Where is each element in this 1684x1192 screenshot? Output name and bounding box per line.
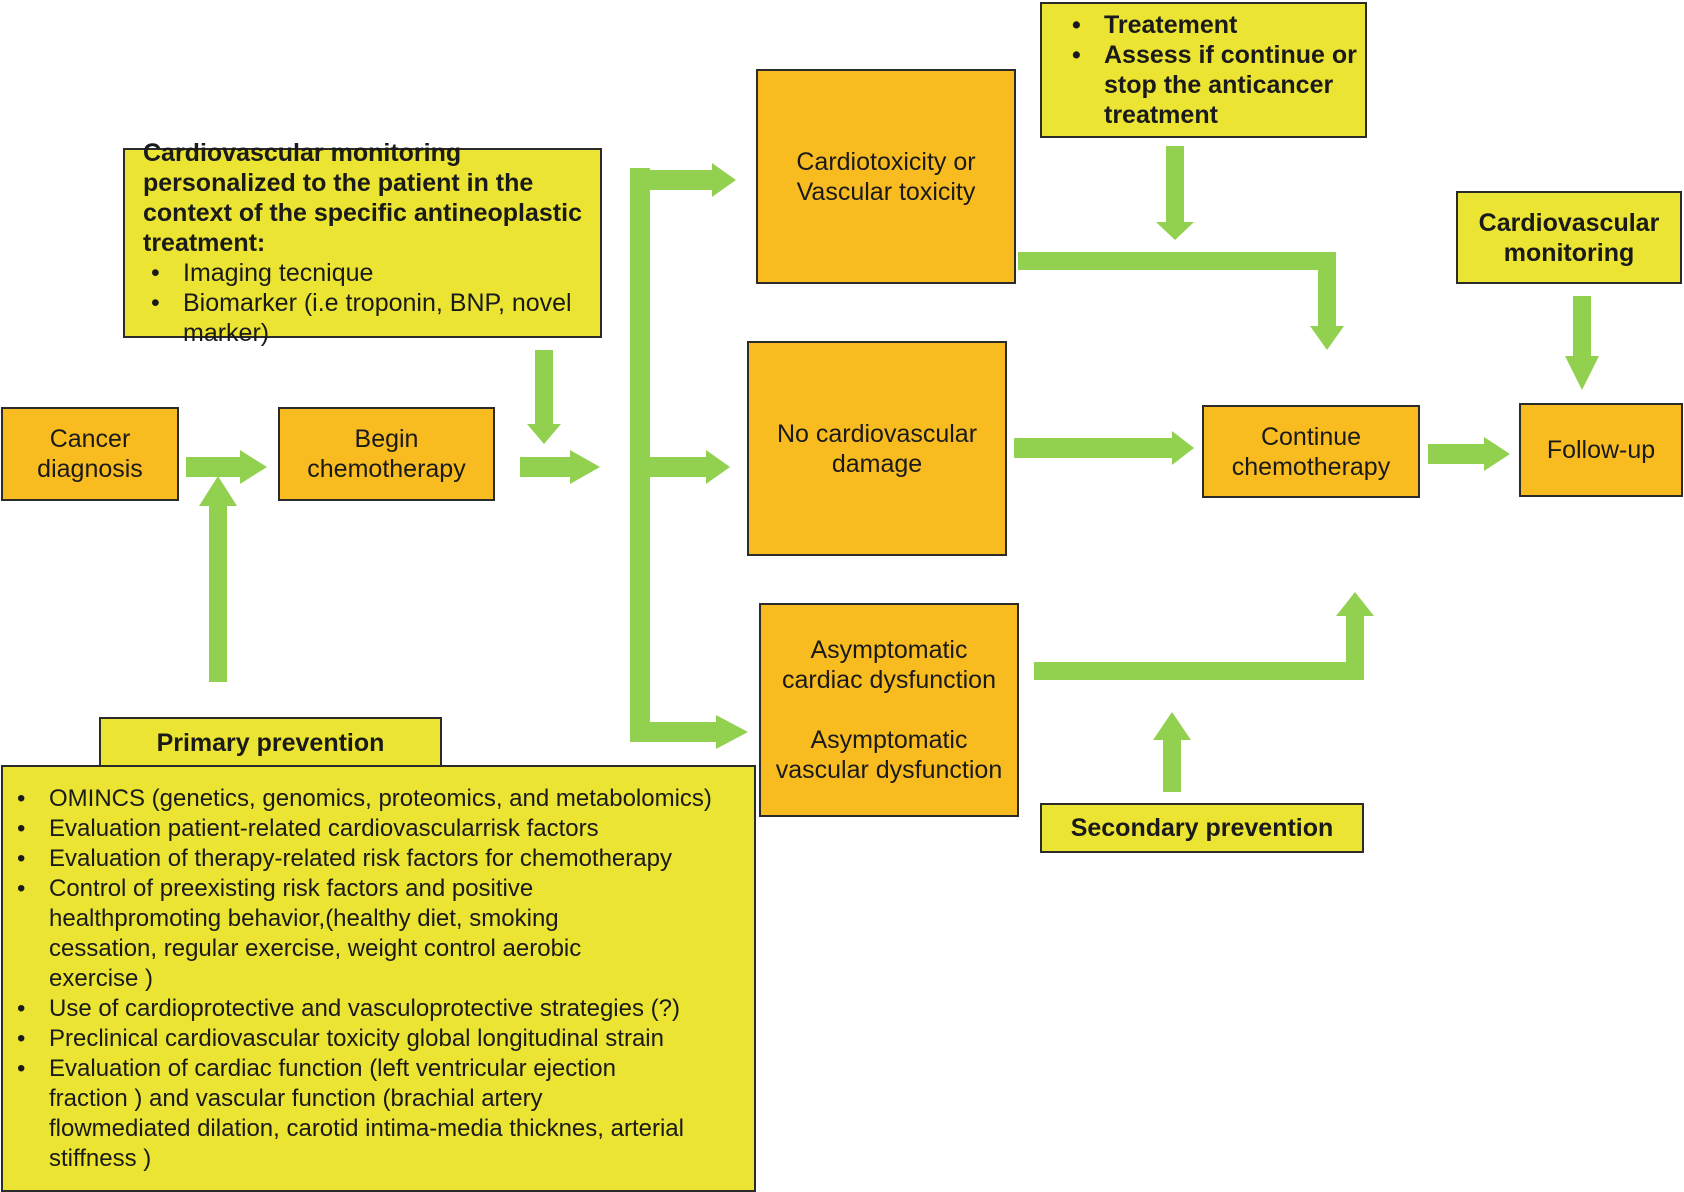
primary-prevention-item: Preclinical cardiovascular toxicity glob… — [9, 1024, 746, 1054]
primary-prevention-item: Evaluation patient-related cardiovascula… — [9, 814, 746, 844]
arrow-secondary-up-head — [1153, 712, 1191, 740]
arrow-continue-to-followup — [1428, 444, 1486, 464]
cardiotoxicity-label: Cardiotoxicity or Vascular toxicity — [796, 147, 976, 206]
monitoring-personalized-title: Cardiovascular monitoring personalized t… — [143, 139, 582, 257]
arrow-chemo-to-branch-head — [570, 450, 600, 484]
no-damage-node: No cardiovascular damage — [747, 341, 1007, 556]
arrow-treatment-down-head — [1156, 222, 1194, 240]
cardiovascular-monitoring-node: Cardiovascular monitoring — [1456, 191, 1682, 284]
asymptomatic-node: Asymptomatic cardiac dysfunction Asympto… — [759, 603, 1019, 817]
secondary-prevention-node: Secondary prevention — [1040, 803, 1364, 853]
cardiotoxicity-node: Cardiotoxicity or Vascular toxicity — [756, 69, 1016, 284]
treatment-item: Treatement — [1064, 10, 1359, 40]
begin-chemotherapy-label: Begin chemotherapy — [307, 425, 466, 483]
follow-up-label: Follow-up — [1546, 436, 1656, 464]
primary-prevention-list: OMINCS (genetics, genomics, proteomics, … — [9, 784, 746, 1174]
monitoring-item: Biomarker (i.e troponin, BNP, novel mark… — [143, 288, 584, 348]
follow-up-node: Follow-up — [1519, 403, 1683, 497]
treatment-node: Treatement Assess if continue or stop th… — [1040, 2, 1367, 138]
arrow-no-damage-to-continue — [1014, 438, 1174, 458]
branch-to-cardiotoxicity-head — [712, 163, 736, 197]
monitoring-item: Imaging tecnique — [143, 258, 584, 288]
arrow-monitoring-down — [535, 350, 553, 426]
cardiovascular-monitoring-label: Cardiovascular monitoring — [1478, 208, 1660, 267]
arrow-cardiotoxicity-down-head — [1310, 326, 1344, 350]
monitoring-personalized-node: Cardiovascular monitoring personalized t… — [123, 139, 602, 347]
arrow-no-damage-to-continue-head — [1172, 431, 1194, 465]
arrow-diagnosis-to-chemo-head — [240, 450, 267, 484]
arrow-diagnosis-to-chemo — [186, 457, 242, 477]
begin-chemotherapy-node: Begin chemotherapy — [278, 407, 495, 501]
arrow-secondary-up — [1163, 738, 1181, 792]
arrow-cardiotoxicity-down — [1318, 252, 1336, 328]
branch-vertical — [630, 168, 650, 742]
branch-to-no-damage — [630, 457, 708, 477]
branch-to-asymptomatic-head — [716, 715, 748, 749]
primary-prevention-item: OMINCS (genetics, genomics, proteomics, … — [9, 784, 746, 814]
primary-prevention-item: Evaluation of cardiac function (left ven… — [9, 1054, 746, 1174]
primary-prevention-item: Evaluation of therapy-related risk facto… — [9, 844, 746, 874]
primary-prevention-body: OMINCS (genetics, genomics, proteomics, … — [1, 765, 756, 1192]
arrow-prevention-up-head — [199, 476, 237, 506]
cancer-diagnosis-node: Cancer diagnosis — [1, 407, 179, 501]
arrow-cv-monitoring-down-head — [1565, 356, 1599, 390]
arrow-asymptomatic-up — [1346, 614, 1364, 680]
arrow-treatment-down — [1166, 146, 1184, 224]
arrow-prevention-up — [209, 504, 227, 682]
arrow-chemo-to-branch — [520, 457, 572, 477]
cancer-diagnosis-label: Cancer diagnosis — [37, 425, 143, 483]
branch-to-cardiotoxicity — [630, 170, 716, 190]
arrow-cv-monitoring-down — [1573, 296, 1591, 358]
asymptomatic-label: Asymptomatic cardiac dysfunction Asympto… — [775, 636, 1003, 784]
arrow-monitoring-down-head — [527, 424, 561, 444]
secondary-prevention-label: Secondary prevention — [1070, 814, 1334, 842]
branch-to-asymptomatic — [630, 722, 718, 742]
monitoring-personalized-list: Imaging tecnique Biomarker (i.e troponin… — [143, 258, 584, 348]
branch-to-no-damage-head — [706, 450, 730, 484]
primary-prevention-item: Control of preexisting risk factors and … — [9, 874, 746, 994]
arrow-cardiotoxicity-right — [1018, 252, 1336, 270]
continue-chemotherapy-node: Continue chemotherapy — [1202, 405, 1420, 498]
arrow-continue-to-followup-head — [1484, 437, 1510, 471]
arrow-asymptomatic-right — [1034, 662, 1364, 680]
primary-prevention-item: Use of cardioprotective and vasculoprote… — [9, 994, 746, 1024]
continue-chemotherapy-label: Continue chemotherapy — [1231, 422, 1391, 481]
treatment-list: Treatement Assess if continue or stop th… — [1064, 10, 1359, 130]
no-damage-label: No cardiovascular damage — [776, 419, 978, 478]
primary-prevention-title: Primary prevention — [156, 729, 385, 757]
arrow-asymptomatic-up-head — [1336, 592, 1374, 616]
treatment-item: Assess if continue or stop the anticance… — [1064, 40, 1359, 130]
primary-prevention-header: Primary prevention — [99, 717, 442, 769]
